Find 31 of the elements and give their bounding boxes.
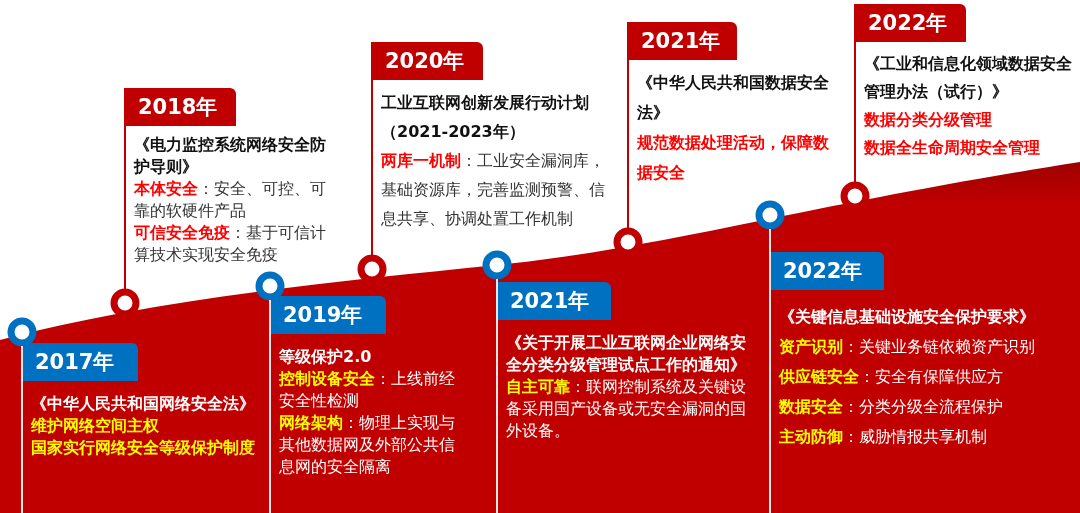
document-title: 《关键信息基础设施安全保护要求》	[778, 306, 1036, 328]
document-title: 《电力监控系统网络安全防护导则》	[132, 134, 327, 178]
milestone-note: 国家实行网络安全等级保护制度	[30, 437, 256, 459]
document-title: 《中华人民共和国网络安全法》	[30, 393, 256, 415]
year-tag: 2022年	[856, 4, 966, 42]
milestone-note: 两库一机制：工业安全漏洞库，基础资源库，完善监测预警、信息共享、协调处置工作机制	[380, 150, 606, 230]
document-title: 《中华人民共和国数据安全法》	[636, 72, 830, 124]
year-tag: 2020年	[373, 42, 483, 80]
year-tag: 2022年	[771, 252, 884, 290]
year-tag: 2017年	[23, 343, 138, 381]
milestone-note: 本体安全：安全、可控、可靠的软硬件产品	[133, 178, 327, 222]
milestone-note: 可信安全免疫：基于可信计算技术实现安全免疫	[133, 222, 327, 266]
milestone-note: 主动防御：威胁情报共享机制	[778, 426, 988, 448]
year-tag: 2021年	[498, 282, 611, 320]
milestone-note: 规范数据处理活动，保障数据安全	[635, 132, 830, 184]
document-title: 等级保护2.0	[278, 346, 373, 368]
milestone-note: 数据分类分级管理	[863, 109, 993, 131]
milestone-note: 数据全生命周期安全管理	[863, 137, 1041, 159]
year-tag: 2018年	[126, 88, 236, 126]
document-title: 工业互联网创新发展行动计划（2021-2023年）	[380, 92, 590, 143]
milestone-note: 网络架构：物理上实现与其他数据网及外部公共信息网的安全隔离	[278, 412, 456, 478]
year-tag: 2019年	[271, 296, 386, 334]
milestone-note: 维护网络空间主权	[30, 415, 160, 437]
milestone-note: 数据安全：分类分级全流程保护	[778, 396, 1004, 418]
milestone-note: 供应链安全：安全有保障供应方	[777, 366, 1004, 388]
document-title: 《工业和信息化领域数据安全管理办法（试行）》	[863, 53, 1073, 103]
milestone-note: 自主可靠：联网控制系统及关键设备采用国产设备或无安全漏洞的国外设备。	[505, 376, 747, 442]
milestone-note: 控制设备安全：上线前经安全性检测	[277, 368, 456, 412]
milestone-note: 资产识别：关键业务链依赖资产识别	[778, 336, 1036, 358]
document-title: 《关于开展工业互联网企业网络安全分类分级管理试点工作的通知》	[505, 332, 747, 376]
year-tag: 2021年	[629, 22, 737, 60]
